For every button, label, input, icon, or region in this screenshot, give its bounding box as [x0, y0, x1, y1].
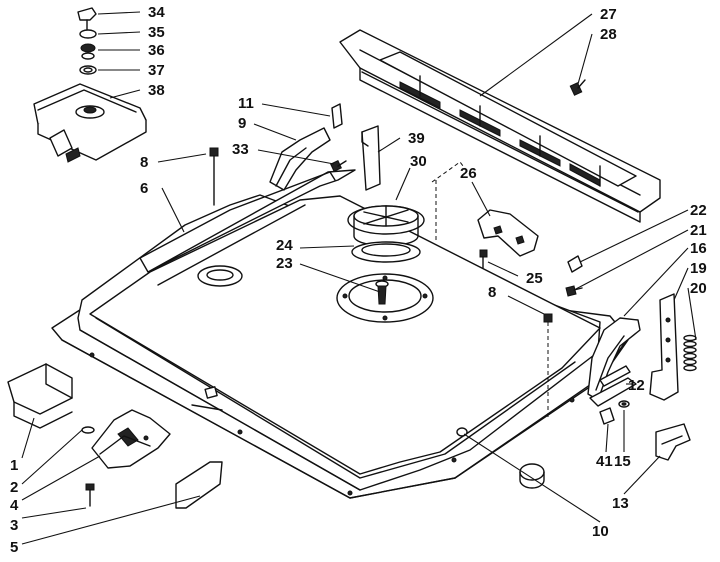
hinge-arm: [589, 365, 637, 407]
cover-plate-5: [175, 461, 223, 509]
panel-screw-lower: [543, 313, 553, 420]
burner-control-assembly: [33, 7, 147, 163]
callout-c26: 26: [460, 165, 477, 182]
small-clip: [331, 103, 343, 129]
callout-c36: 36: [148, 42, 165, 59]
callout-c16: 16: [690, 240, 707, 257]
callout-c37: 37: [148, 62, 165, 79]
washer-15: [618, 400, 630, 408]
alignment-line: [431, 161, 471, 183]
washer-2: [81, 426, 95, 434]
callout-c13: 13: [612, 495, 629, 512]
callout-c30: 30: [410, 153, 427, 170]
callout-c4: 4: [10, 497, 19, 514]
callout-c2: 2: [10, 479, 18, 496]
lower-bracket-13: [655, 423, 691, 461]
bracket-screw: [330, 160, 347, 172]
clip-22: [567, 255, 583, 273]
callout-c23: 23: [276, 255, 293, 272]
callout-c5: 5: [10, 539, 18, 556]
callout-c35: 35: [148, 24, 165, 41]
center-burner-assembly: [347, 205, 425, 305]
center-bracket: [361, 125, 381, 191]
callout-c24: 24: [276, 237, 293, 254]
hinge-spring: [683, 334, 697, 372]
callout-c11: 11: [238, 95, 254, 112]
callout-c39: 39: [408, 130, 425, 147]
small-block-41: [599, 407, 615, 425]
callout-c3: 3: [10, 517, 18, 534]
right-bracket: [477, 209, 539, 257]
callout-c8a: 8: [140, 154, 148, 171]
callout-c10: 10: [592, 523, 609, 540]
callout-c28: 28: [600, 26, 617, 43]
callout-c9: 9: [238, 115, 246, 132]
callout-c41: 41: [596, 453, 613, 470]
trim-screw: [569, 79, 586, 96]
cooktop-main-panel: [51, 169, 629, 499]
screw-21: [565, 285, 583, 297]
callout-c12: 12: [628, 377, 645, 394]
callout-c22: 22: [690, 202, 707, 219]
callout-c8b: 8: [488, 284, 496, 301]
hinge-bracket: [649, 293, 679, 401]
screw-3: [85, 483, 95, 507]
callout-c27: 27: [600, 6, 617, 23]
control-knob: [456, 427, 545, 489]
panel-screw-upper: [209, 147, 219, 206]
callout-c25: 25: [526, 270, 543, 287]
leader-lines: [21, 11, 697, 545]
rear-trim-strip: [339, 29, 661, 223]
callout-c20: 20: [690, 280, 707, 297]
callout-c34: 34: [148, 4, 165, 21]
bracket-screw-25: [479, 249, 488, 269]
callout-c21: 21: [690, 222, 707, 239]
left-side-bracket: [269, 127, 331, 191]
callout-c1: 1: [10, 457, 18, 474]
ignitor-bracket-4: [91, 409, 171, 469]
left-shield-1: [7, 363, 73, 429]
callout-c19: 19: [690, 260, 707, 277]
callout-c38: 38: [148, 82, 165, 99]
callout-c15: 15: [614, 453, 631, 470]
callout-c6: 6: [140, 180, 148, 197]
callout-c33: 33: [232, 141, 249, 158]
